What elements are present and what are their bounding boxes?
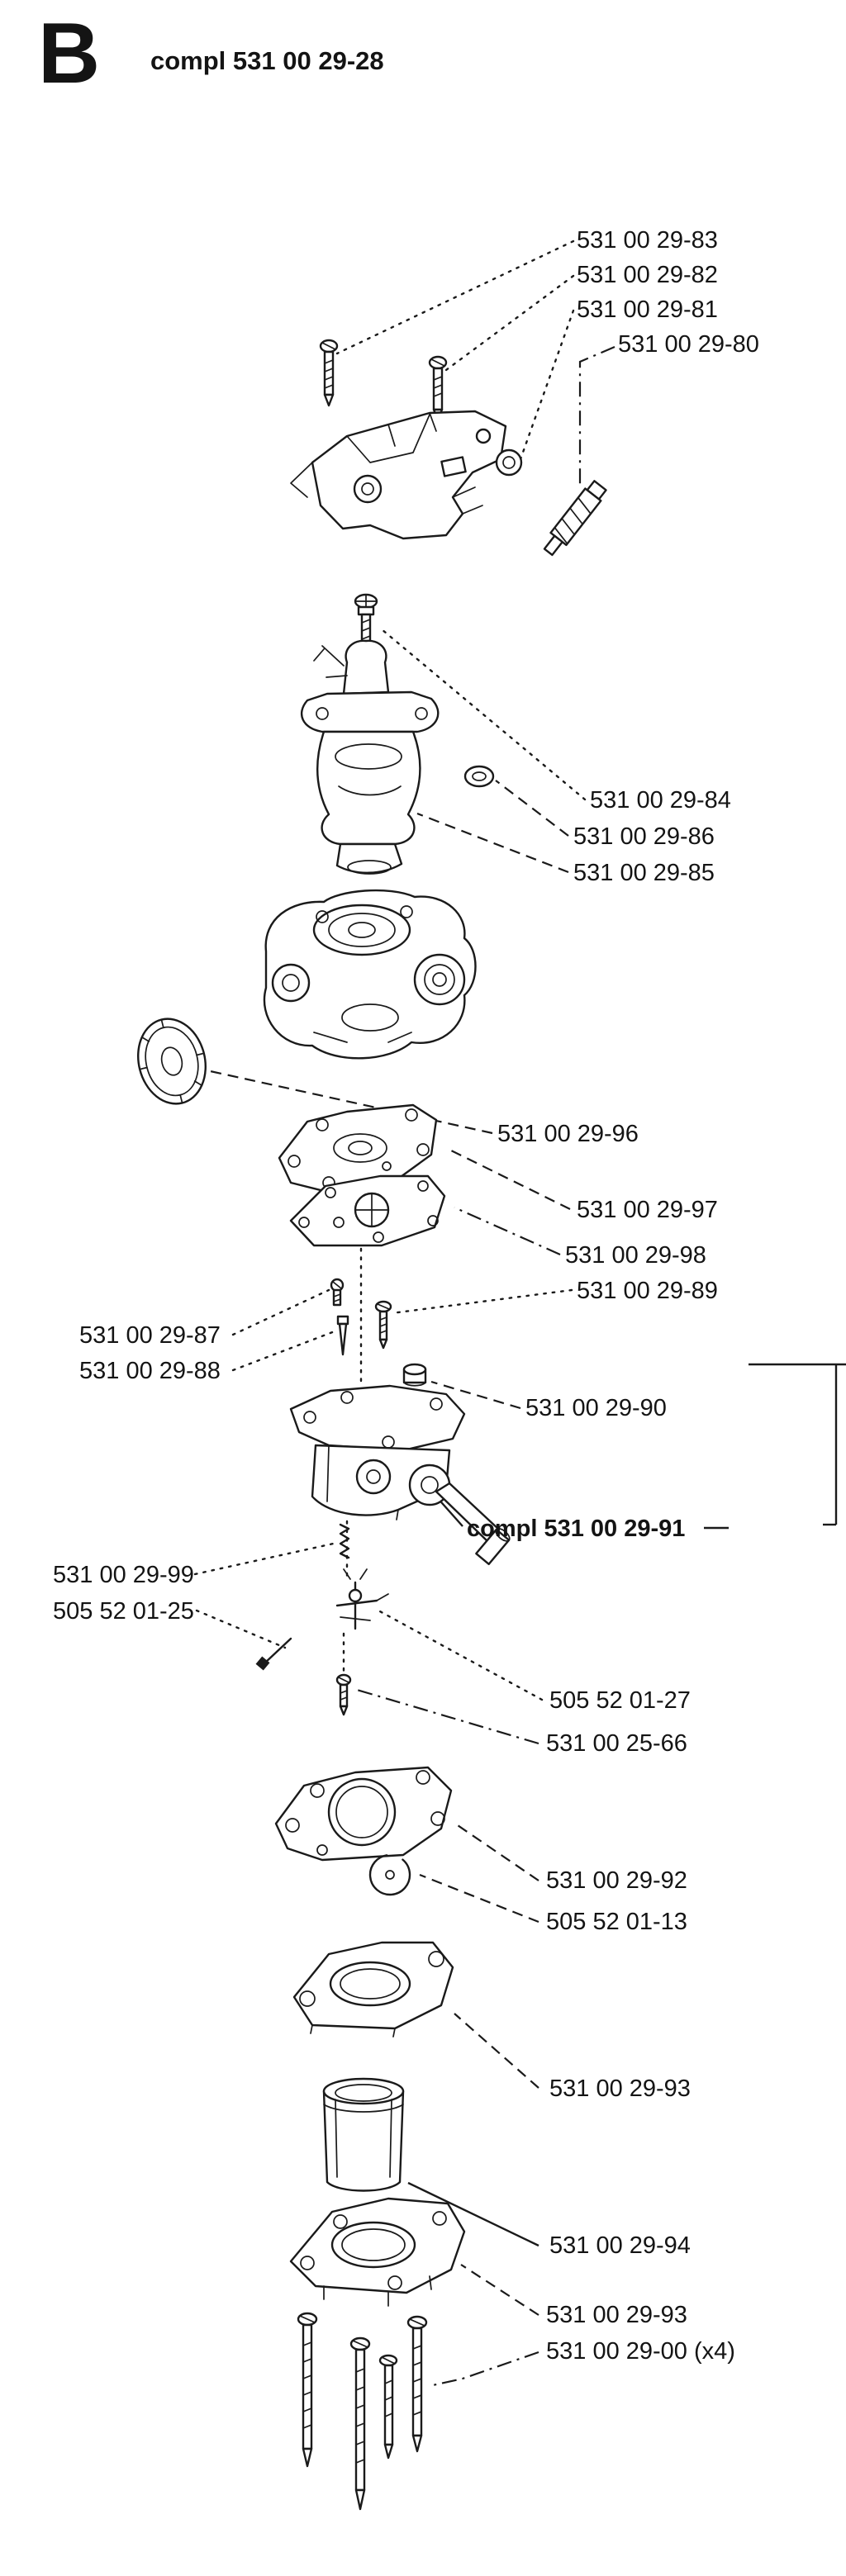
lower-body-compl-91 — [289, 1384, 511, 1566]
screw-87 — [330, 1278, 345, 1307]
assembly-title: compl 531 00 29-28 — [150, 46, 384, 75]
label-531-00-29-98: 531 00 29-98 — [565, 1242, 706, 1269]
lever-assembly-27 — [335, 1568, 389, 1630]
label-531-00-29-93: 531 00 29-93 — [549, 2076, 691, 2102]
label-531-00-29-84: 531 00 29-84 — [590, 787, 731, 814]
bottom-flange-93 — [289, 2197, 466, 2307]
label-531-00-29-90: 531 00 29-90 — [525, 1395, 667, 1421]
gasket-plate-97 — [278, 1103, 438, 1193]
screw-00-c — [406, 2315, 428, 2453]
diaphragm-plate-98 — [289, 1174, 446, 1247]
retaining-ring-13 — [368, 1853, 411, 1896]
plug-81 — [495, 448, 523, 477]
label-531-00-29-81: 531 00 29-81 — [577, 297, 718, 323]
label-531-00-29-96: 531 00 29-96 — [497, 1121, 639, 1147]
diaphragm-disc-96 — [137, 1018, 207, 1105]
screw-00-b — [349, 2336, 371, 2511]
barbed-fitting-80 — [543, 480, 607, 557]
label-531-00-25-66: 531 00 25-66 — [546, 1730, 687, 1757]
bracket-lever-assembly — [290, 410, 507, 540]
screws-00-x4 — [297, 2312, 428, 2511]
leader-lines — [193, 240, 846, 2387]
section-letter: B — [38, 6, 100, 102]
label-compl-531-00-29-91: compl 531 00 29-91 — [467, 1516, 686, 1542]
spacer-93 — [292, 1941, 454, 2038]
screw-83 — [319, 339, 339, 407]
carburetor-main-body — [263, 889, 477, 1060]
grommet-86 — [463, 765, 495, 788]
metering-body-85 — [300, 639, 440, 875]
label-531-00-29-99: 531 00 29-99 — [53, 1562, 194, 1588]
screw-89 — [374, 1300, 392, 1350]
screw-00-d — [378, 2354, 398, 2460]
plug-90 — [402, 1363, 427, 1387]
label-531-00-29-97: 531 00 29-97 — [577, 1197, 718, 1223]
needle-25 — [255, 1637, 292, 1671]
spring-99 — [339, 1523, 350, 1559]
cup-94 — [322, 2077, 405, 2192]
screw-84 — [354, 593, 378, 644]
label-505-52-01-13: 505 52 01-13 — [546, 1909, 687, 1935]
label-531-00-29-82: 531 00 29-82 — [577, 262, 718, 288]
screw-00-a — [297, 2312, 318, 2468]
label-531-00-29-88: 531 00 29-88 — [79, 1358, 221, 1384]
label-531-00-29-86: 531 00 29-86 — [573, 823, 715, 850]
label-531-00-29-92: 531 00 29-92 — [546, 1867, 687, 1894]
label-531-00-29-93-lower: 531 00 29-93 — [546, 2302, 687, 2328]
screw-82 — [428, 355, 448, 421]
label-531-00-29-83: 531 00 29-83 — [577, 227, 718, 254]
label-531-00-29-87: 531 00 29-87 — [79, 1322, 221, 1349]
label-531-00-29-80: 531 00 29-80 — [618, 331, 759, 358]
flange-plate-92 — [274, 1766, 453, 1862]
label-531-00-29-89: 531 00 29-89 — [577, 1278, 718, 1304]
label-531-00-29-00-x4: 531 00 29-00 (x4) — [546, 2338, 735, 2365]
label-531-00-29-94: 531 00 29-94 — [549, 2232, 691, 2259]
label-505-52-01-27: 505 52 01-27 — [549, 1687, 691, 1714]
label-531-00-29-85: 531 00 29-85 — [573, 860, 715, 886]
needle-88 — [336, 1315, 349, 1356]
label-505-52-01-25: 505 52 01-25 — [53, 1598, 194, 1625]
screw-66 — [335, 1673, 352, 1716]
